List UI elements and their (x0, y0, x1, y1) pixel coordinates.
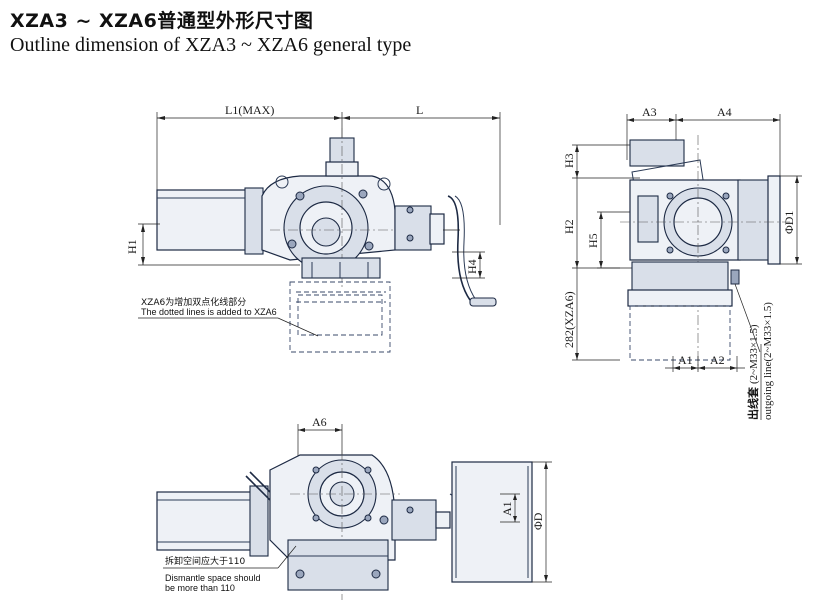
dim-l: L (416, 103, 423, 117)
side-view: A3 A4 H3 H2 H5 282(XZA6) (562, 105, 802, 420)
title-english: Outline dimension of XZA3 ~ XZA6 general… (10, 34, 412, 56)
outlet-thread-1: (2~M33×1.5) (748, 324, 760, 384)
front-view: L1(MAX) L H1 (125, 103, 501, 353)
dim-a4: A4 (717, 105, 732, 119)
dim-282: 282(XZA6) (562, 291, 576, 348)
top-view: A6 (156, 415, 552, 600)
outlet-label-en: outgoing line(2~M33×1.5) (762, 302, 774, 420)
dim-d: ΦD (531, 512, 545, 530)
dim-a1-top: A1 (500, 501, 514, 516)
dim-a3: A3 (642, 105, 657, 119)
note-dotted-en: The dotted lines is added to XZA6 (141, 307, 277, 317)
dim-h5: H5 (586, 233, 600, 248)
dim-a6: A6 (312, 415, 327, 429)
dim-l1max: L1(MAX) (225, 103, 274, 117)
title-chinese: XZA3 ~ XZA6普通型外形尺寸图 (10, 10, 314, 32)
note-dismantle-en-2: be more than 110 (165, 583, 235, 593)
note-dismantle-en-1: Dismantle space should (165, 573, 261, 583)
dim-h2: H2 (562, 219, 576, 234)
note-dotted-cn: XZA6为增加双点化线部分 (141, 296, 246, 308)
dim-a2: A2 (710, 353, 725, 367)
dim-h4: H4 (465, 259, 479, 274)
dim-h3: H3 (562, 153, 576, 168)
dim-a1-side: A1 (678, 353, 693, 367)
note-dismantle-cn: 拆卸空间应大于110 (165, 555, 245, 567)
dim-h1: H1 (125, 239, 139, 254)
outlet-label-cn: 出线套 (746, 386, 760, 420)
